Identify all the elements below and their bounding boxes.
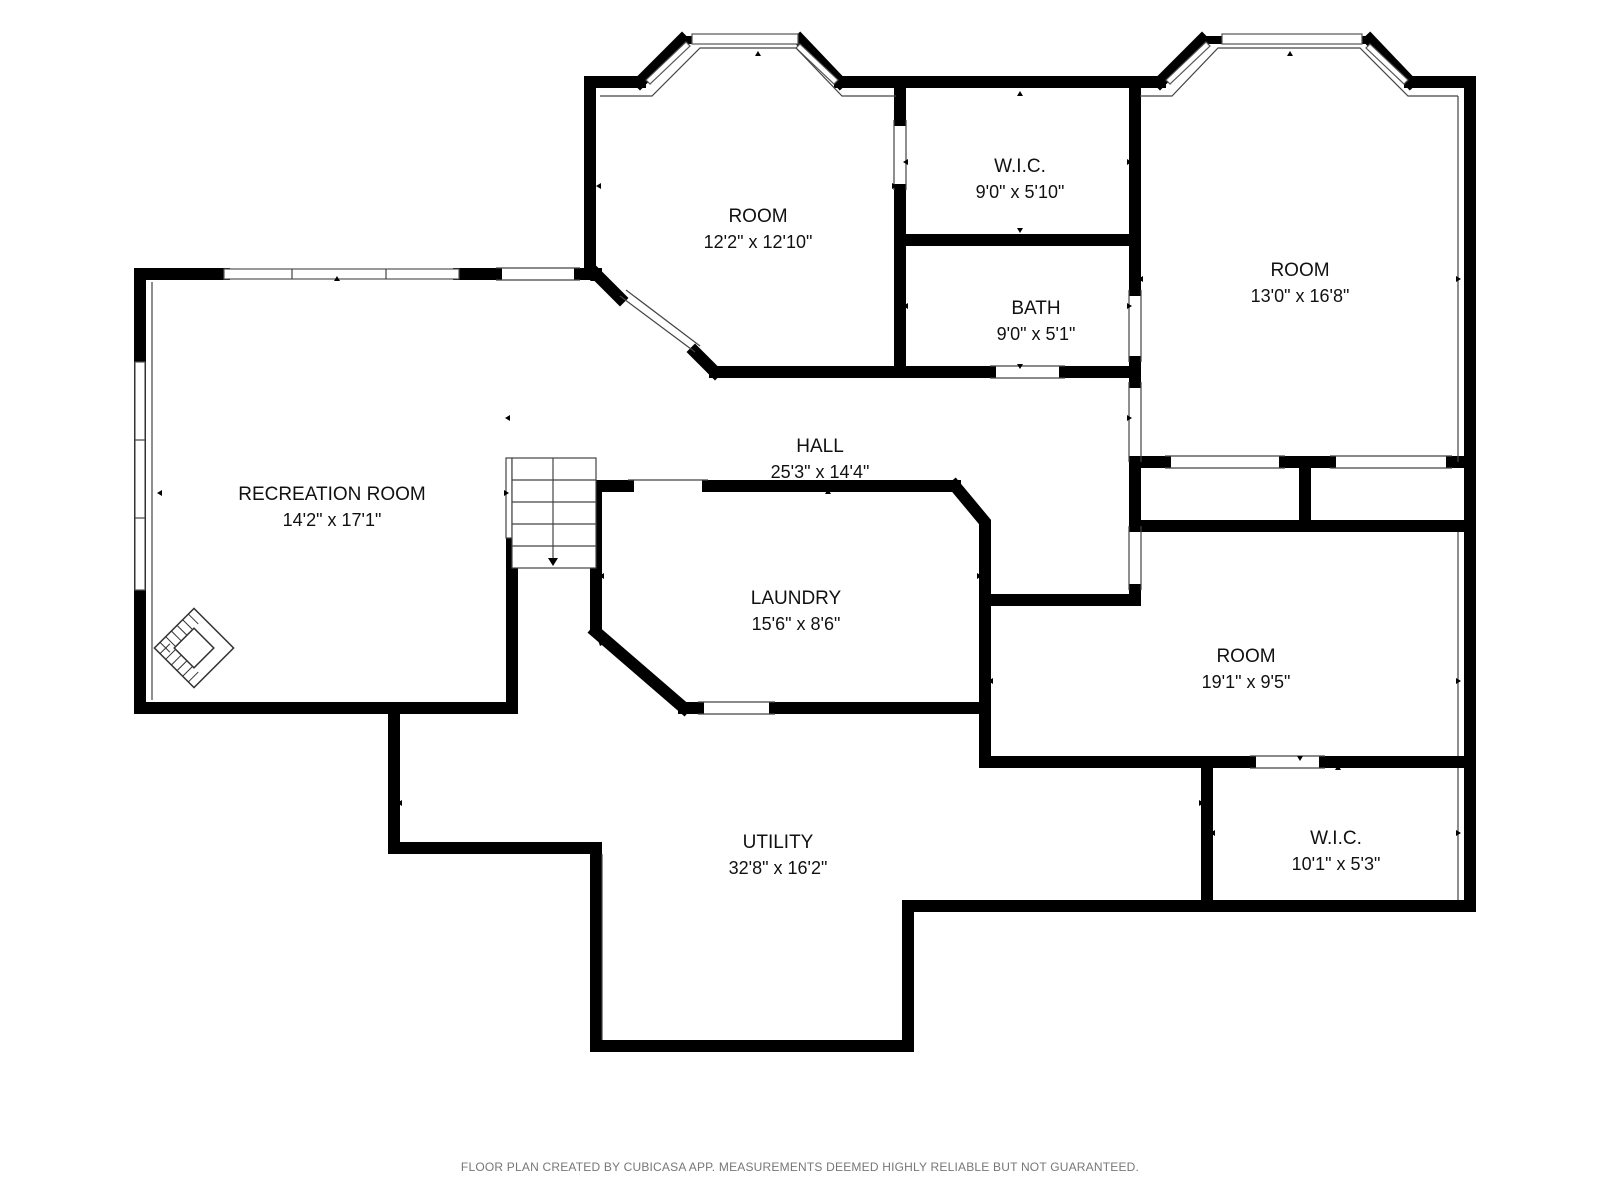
fireplace [153, 607, 235, 689]
recreation-room-label-name: RECREATION ROOM [238, 484, 426, 505]
wic-label-name: W.I.C. [1310, 828, 1362, 849]
disclaimer-footer: FLOOR PLAN CREATED BY CUBICASA APP. MEAS… [460, 1160, 1140, 1174]
utility-label-name: UTILITY [743, 832, 814, 853]
walls [134, 76, 1476, 1052]
room-label-name: ROOM [1270, 260, 1329, 281]
wic-label-name: W.I.C. [994, 156, 1046, 177]
dimension-ticks [157, 51, 1461, 905]
room-label-dims: 13'0" x 16'8" [1251, 286, 1350, 306]
room-label-name: ROOM [1216, 646, 1275, 667]
stairs [505, 457, 597, 569]
laundry-label-name: LAUNDRY [751, 588, 842, 609]
utility-label-dims: 32'8" x 16'2" [729, 858, 828, 878]
bay-window-left [600, 31, 896, 97]
hall-label-name: HALL [796, 436, 844, 457]
bath-label-name: BATH [1011, 298, 1060, 319]
wic-label-dims: 10'1" x 5'3" [1292, 854, 1381, 874]
bay-window-right [1140, 31, 1458, 97]
windows [134, 96, 1459, 1040]
wic-label-dims: 9'0" x 5'10" [976, 182, 1065, 202]
room-label-dims: 12'2" x 12'10" [704, 232, 813, 252]
recreation-room-label-dims: 14'2" x 17'1" [283, 510, 382, 530]
room-label-dims: 19'1" x 9'5" [1202, 672, 1291, 692]
laundry-label-dims: 15'6" x 8'6" [752, 614, 841, 634]
room-label-name: ROOM [728, 206, 787, 227]
hall-label-dims: 25'3" x 14'4" [771, 462, 870, 482]
room-labels: ROOM 12'2" x 12'10" W.I.C. 9'0" x 5'10" … [238, 156, 1380, 878]
bath-label-dims: 9'0" x 5'1" [997, 324, 1076, 344]
